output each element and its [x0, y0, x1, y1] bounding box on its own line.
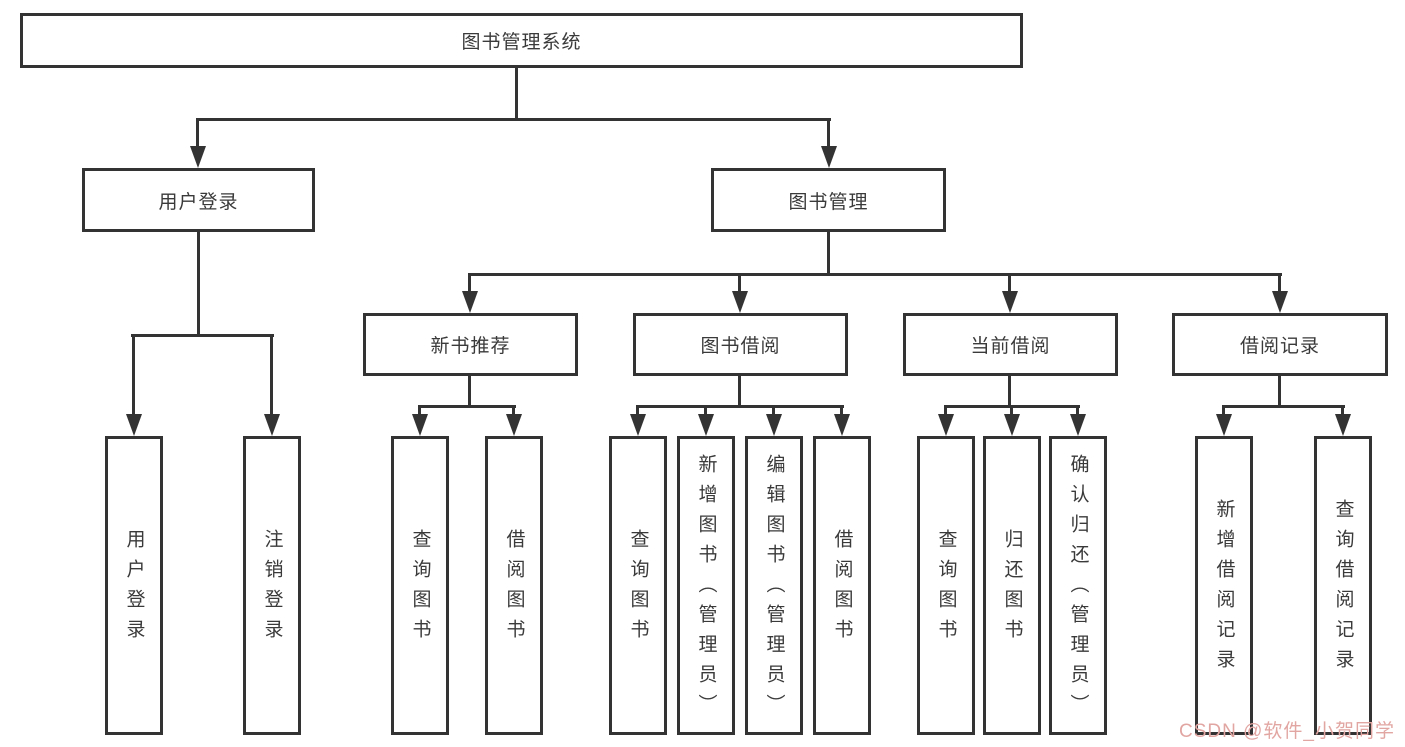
arrow-down-icon — [630, 414, 646, 436]
connector-vline — [827, 118, 830, 150]
arrow-down-icon — [766, 414, 782, 436]
arrow-down-icon — [1335, 414, 1351, 436]
connector-vline — [1222, 405, 1225, 415]
node-borrowing-records: 借阅记录 — [1172, 313, 1388, 376]
arrow-down-icon — [506, 414, 522, 436]
connector-hline — [418, 405, 516, 408]
connector-vline — [738, 376, 741, 405]
node-current-borrowing: 当前借阅 — [903, 313, 1118, 376]
connector-hline — [131, 334, 274, 337]
connector-hline — [468, 273, 1282, 276]
leaf-logout-login: 注销登录 — [243, 436, 301, 735]
connector-vline — [1008, 273, 1011, 293]
connector-vline — [840, 405, 843, 415]
connector-vline — [515, 68, 518, 118]
connector-vline — [512, 405, 515, 415]
leaf-cb-confirm-return-admin: 确认归还（管理员） — [1049, 436, 1107, 735]
arrow-down-icon — [834, 414, 850, 436]
connector-hline — [636, 405, 844, 408]
arrow-down-icon — [1002, 291, 1018, 313]
leaf-cb-query-books: 查询图书 — [917, 436, 975, 735]
leaf-br-add-borrow-record: 新增借阅记录 — [1195, 436, 1253, 735]
connector-vline — [1278, 273, 1281, 293]
connector-vline — [738, 273, 741, 293]
connector-vline — [636, 405, 639, 415]
connector-vline — [1341, 405, 1344, 415]
connector-hline — [1222, 405, 1345, 408]
connector-vline — [772, 405, 775, 415]
arrow-down-icon — [938, 414, 954, 436]
connector-vline — [827, 232, 830, 273]
connector-vline — [270, 334, 273, 416]
connector-vline — [418, 405, 421, 415]
csdn-watermark: CSDN @软件_小贺同学 — [1179, 721, 1395, 742]
connector-vline — [196, 118, 199, 150]
arrow-down-icon — [1004, 414, 1020, 436]
arrow-down-icon — [732, 291, 748, 313]
connector-vline — [1010, 405, 1013, 415]
connector-vline — [468, 376, 471, 405]
node-book-borrowing: 图书借阅 — [633, 313, 848, 376]
connector-vline — [704, 405, 707, 415]
leaf-rec-borrow-books: 借阅图书 — [485, 436, 543, 735]
arrow-down-icon — [412, 414, 428, 436]
connector-vline — [468, 273, 471, 293]
arrow-down-icon — [190, 146, 206, 168]
leaf-bb-borrow-books: 借阅图书 — [813, 436, 871, 735]
node-user-login: 用户登录 — [82, 168, 315, 232]
leaf-bb-edit-books-admin: 编辑图书（管理员） — [745, 436, 803, 735]
leaf-br-query-borrow-record: 查询借阅记录 — [1314, 436, 1372, 735]
arrow-down-icon — [264, 414, 280, 436]
arrow-down-icon — [1272, 291, 1288, 313]
leaf-user-login: 用户登录 — [105, 436, 163, 735]
arrow-down-icon — [698, 414, 714, 436]
leaf-bb-add-books-admin: 新增图书（管理员） — [677, 436, 735, 735]
arrow-down-icon — [462, 291, 478, 313]
node-new-book-recommend: 新书推荐 — [363, 313, 578, 376]
connector-vline — [197, 232, 200, 334]
connector-vline — [944, 405, 947, 415]
node-book-management: 图书管理 — [711, 168, 946, 232]
connector-hline — [196, 118, 831, 121]
arrow-down-icon — [1216, 414, 1232, 436]
node-library-management-system: 图书管理系统 — [20, 13, 1023, 68]
arrow-down-icon — [126, 414, 142, 436]
leaf-cb-return-books: 归还图书 — [983, 436, 1041, 735]
connector-vline — [132, 334, 135, 416]
leaf-bb-query-books: 查询图书 — [609, 436, 667, 735]
arrow-down-icon — [1070, 414, 1086, 436]
leaf-rec-query-books: 查询图书 — [391, 436, 449, 735]
connector-vline — [1076, 405, 1079, 415]
connector-vline — [1008, 376, 1011, 405]
connector-vline — [1278, 376, 1281, 405]
arrow-down-icon — [821, 146, 837, 168]
